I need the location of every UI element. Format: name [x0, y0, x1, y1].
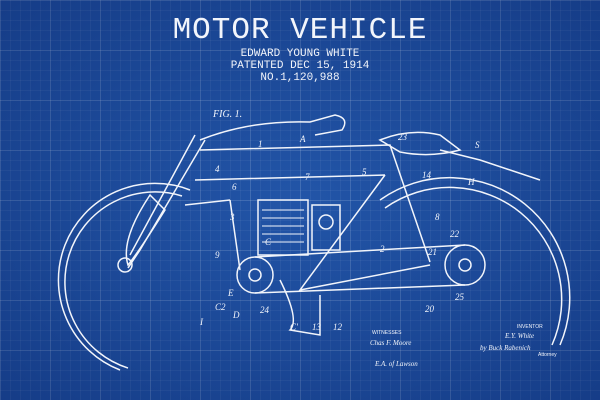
rear-axle [458, 258, 472, 272]
frame [184, 144, 431, 292]
front-wheel [57, 182, 191, 371]
drive-chain [254, 244, 466, 294]
part-label: 25 [455, 292, 465, 302]
part-label: 20 [425, 304, 435, 314]
carburetor [311, 204, 341, 251]
front-mudguard [125, 193, 166, 267]
part-label: 12 [333, 322, 343, 332]
part-label: 2 [380, 244, 385, 254]
figure-label: FIG. 1. [212, 109, 242, 120]
part-label: 6 [232, 182, 237, 192]
part-label: 5 [362, 167, 367, 177]
rear-hub [444, 244, 486, 286]
carburetor-cap [318, 214, 334, 230]
witness-signature-2: E.A. of Lawson [374, 360, 418, 368]
part-label: 3 [229, 212, 235, 222]
inventor-name: EDWARD YOUNG WHITE [240, 48, 360, 60]
part-label: S [475, 140, 480, 150]
part-label: I [199, 317, 204, 327]
attorney-label: Attorney [538, 352, 557, 358]
inventor-signature: E.Y. White [504, 332, 534, 340]
part-label: 23 [398, 132, 408, 142]
part-label: 9 [215, 250, 220, 260]
page-title: MOTOR VEHICLE [172, 13, 428, 48]
part-label: D [232, 310, 240, 320]
part-label: 7 [305, 172, 310, 182]
part-label: C [265, 237, 272, 247]
patent-date: PATENTED DEC 15, 1914 [230, 60, 370, 72]
part-label: 1 [258, 139, 263, 149]
front-wheel-inner [64, 191, 183, 369]
witness-signature-1: Chas F. Moore [370, 339, 411, 347]
part-label: H [467, 177, 475, 187]
patent-number: NO.1,120,988 [260, 72, 340, 84]
part-label: C' [290, 322, 299, 332]
front-hub [117, 257, 133, 273]
part-label: 8 [435, 212, 440, 222]
crank-case [279, 279, 321, 336]
part-label: 13 [312, 322, 322, 332]
part-label: 21 [428, 247, 437, 257]
part-label: 4 [215, 164, 220, 174]
seat [378, 131, 462, 156]
rear-wheel-inner [384, 186, 563, 346]
attorney-signature: by Buck Rabenich [480, 344, 531, 352]
title-block: MOTOR VEHICLE EDWARD YOUNG WHITE PATENTE… [0, 13, 600, 85]
rear-rack [439, 149, 541, 181]
part-label: E [227, 288, 234, 298]
inventor-label: INVENTOR [517, 324, 543, 330]
part-label: C2 [215, 302, 226, 312]
part-label: A [299, 134, 306, 144]
rear-wheel [379, 176, 571, 346]
crank [236, 256, 274, 294]
handlebar [199, 114, 346, 141]
part-label: 24 [260, 305, 270, 315]
part-label: 22 [450, 229, 460, 239]
part-label: 14 [422, 170, 432, 180]
witnesses-label: WITNESSES [372, 330, 402, 336]
